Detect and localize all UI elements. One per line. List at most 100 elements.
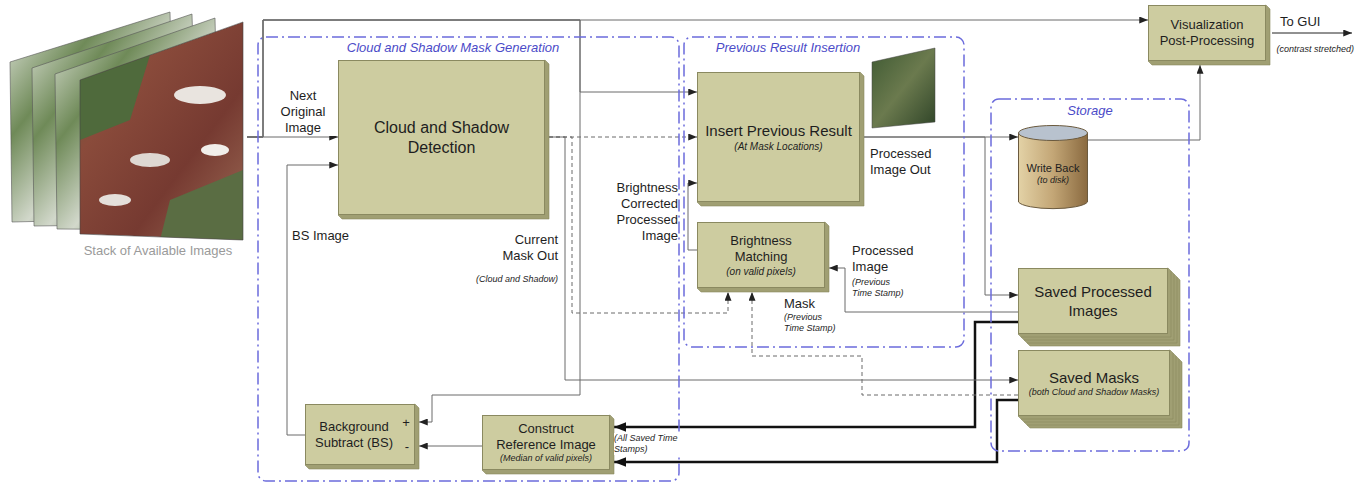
cylinder-top — [1019, 126, 1088, 141]
edge-label: BS Image — [292, 228, 349, 244]
group-region: Previous Result InsertionInsert Previous… — [683, 36, 965, 348]
label-slot: (All Saved Time Stamps) — [614, 433, 680, 456]
group-outline — [991, 99, 1189, 451]
image-caption: Stack of Available Images — [68, 243, 248, 259]
note-label: (All Saved Time Stamps) — [614, 433, 680, 455]
node-title: Cloud and Shadow Detection — [344, 118, 539, 158]
group-heading: Cloud and Shadow Mask Generation — [337, 40, 569, 56]
connector — [688, 183, 697, 250]
process-box: Insert Previous Result(At Mask Locations… — [697, 72, 860, 202]
note-label: (Previous Time Stamp) — [784, 312, 840, 334]
box-face — [1149, 6, 1266, 61]
note-label: (Cloud and Shadow) — [476, 274, 558, 285]
text-area: Write Back(to disk) — [1018, 125, 1088, 210]
image-cloud — [99, 194, 131, 206]
label-slot: Processed Image — [852, 243, 932, 275]
text-area: Saved Masks(both Cloud and Shadow Masks) — [1018, 350, 1170, 416]
image-stack: Stack of Available Images — [0, 15, 247, 260]
text-area: Brightness Matching(on valid pixels) — [697, 222, 825, 288]
label-slot: Next Original Image — [270, 88, 336, 136]
storage-cylinder: Write Back(to disk) — [1018, 125, 1088, 210]
process-box: Visualization Post-Processing — [1148, 5, 1266, 61]
output-wire — [1272, 33, 1352, 34]
connector — [287, 165, 338, 435]
note-label: - — [405, 439, 409, 455]
image-forest — [160, 170, 243, 240]
satellite-image — [80, 22, 243, 240]
node-subtitle: (Median of valid pixels) — [500, 453, 592, 464]
node-title: Saved Masks — [1049, 368, 1139, 387]
image-cloud — [174, 86, 226, 104]
image-outline — [80, 22, 243, 240]
box-depth — [305, 404, 419, 469]
node-title: Visualization Post-Processing — [1154, 17, 1260, 49]
node-subtitle: (on valid pixels) — [726, 265, 795, 278]
process-box: Background Subtract (BS) — [305, 404, 415, 465]
group-region: StorageWrite Back(to disk) Saved Processe… — [990, 98, 1190, 452]
text-slot: Cloud and Shadow Mask Generation — [337, 40, 569, 56]
label-slot: (Previous Time Stamp) — [784, 312, 840, 335]
label-slot: Mask — [784, 294, 832, 312]
box-face — [1019, 351, 1170, 416]
box-face — [483, 416, 610, 470]
edge-label: Current Mask Out — [490, 232, 558, 264]
box-depth — [1148, 5, 1270, 65]
label-slot: BS Image — [292, 226, 362, 244]
image-ground — [80, 22, 243, 240]
label-slot: (Previous Time Stamp) — [852, 277, 908, 300]
stacked-store: Saved Processed Images — [1018, 268, 1168, 334]
box-face — [306, 405, 415, 465]
box-depth — [1018, 268, 1171, 337]
edge-label: Processed Image — [852, 243, 932, 275]
text-area: Background Subtract (BS) — [305, 404, 415, 465]
label-slot: (Cloud and Shadow) — [470, 268, 558, 286]
text-slot: Stack of Available Images — [68, 243, 248, 259]
edge-label: Mask — [784, 296, 815, 312]
box-depth — [338, 60, 549, 219]
node-title: Insert Previous Result — [705, 121, 852, 140]
edge-label: Processed Image Out — [870, 146, 955, 178]
label-slot: Current Mask Out — [490, 232, 558, 264]
box-depth — [482, 415, 614, 474]
text-area: Cloud and Shadow Detection — [338, 60, 545, 215]
text-area: Saved Processed Images — [1018, 268, 1168, 334]
edge-label: Brightness Corrected Processed Image — [598, 180, 678, 244]
box-depth — [697, 222, 829, 292]
label-slot: Processed Image Out — [870, 146, 955, 178]
box-face — [339, 61, 545, 215]
node-subtitle: (to disk) — [1037, 175, 1069, 186]
label-slot: Brightness Corrected Processed Image — [598, 180, 678, 244]
image-cloud — [130, 153, 170, 167]
node-title: Construct Reference Image — [488, 421, 604, 453]
connector — [247, 20, 580, 422]
node-title: Background Subtract (BS) — [311, 419, 397, 451]
box-face — [698, 73, 860, 202]
label-slot: - — [401, 437, 413, 455]
label-slot: To GUI — [1280, 12, 1340, 30]
text-area: Visualization Post-Processing — [1148, 5, 1266, 61]
box-face — [1019, 269, 1168, 334]
image-cloud — [201, 144, 229, 156]
node-subtitle: (At Mask Locations) — [734, 140, 822, 153]
note-label: + — [402, 415, 410, 431]
node-title: Write Back — [1027, 161, 1080, 175]
connector — [1088, 65, 1200, 140]
group-heading: Storage — [990, 103, 1190, 119]
process-box: Brightness Matching(on valid pixels) — [697, 222, 825, 288]
connector — [419, 446, 482, 447]
note-label: (Previous Time Stamp) — [852, 277, 908, 299]
stacked-store: Saved Masks(both Cloud and Shadow Masks) — [1018, 350, 1170, 416]
node-title: Brightness Matching — [703, 233, 819, 265]
processed-thumbnail — [872, 48, 935, 128]
text-slot: Storage — [990, 103, 1190, 119]
text-area: Insert Previous Result(At Mask Locations… — [697, 72, 860, 202]
note-label: (contrast stretched) — [1276, 44, 1354, 55]
connector — [614, 400, 1018, 462]
text-slot: Previous Result Insertion — [688, 40, 888, 56]
process-box: Construct Reference Image(Median of vali… — [482, 415, 610, 470]
label-slot: + — [400, 413, 412, 431]
cylinder-body — [1019, 133, 1088, 209]
box-depth — [1018, 350, 1173, 419]
text-area: Construct Reference Image(Median of vali… — [482, 415, 610, 470]
